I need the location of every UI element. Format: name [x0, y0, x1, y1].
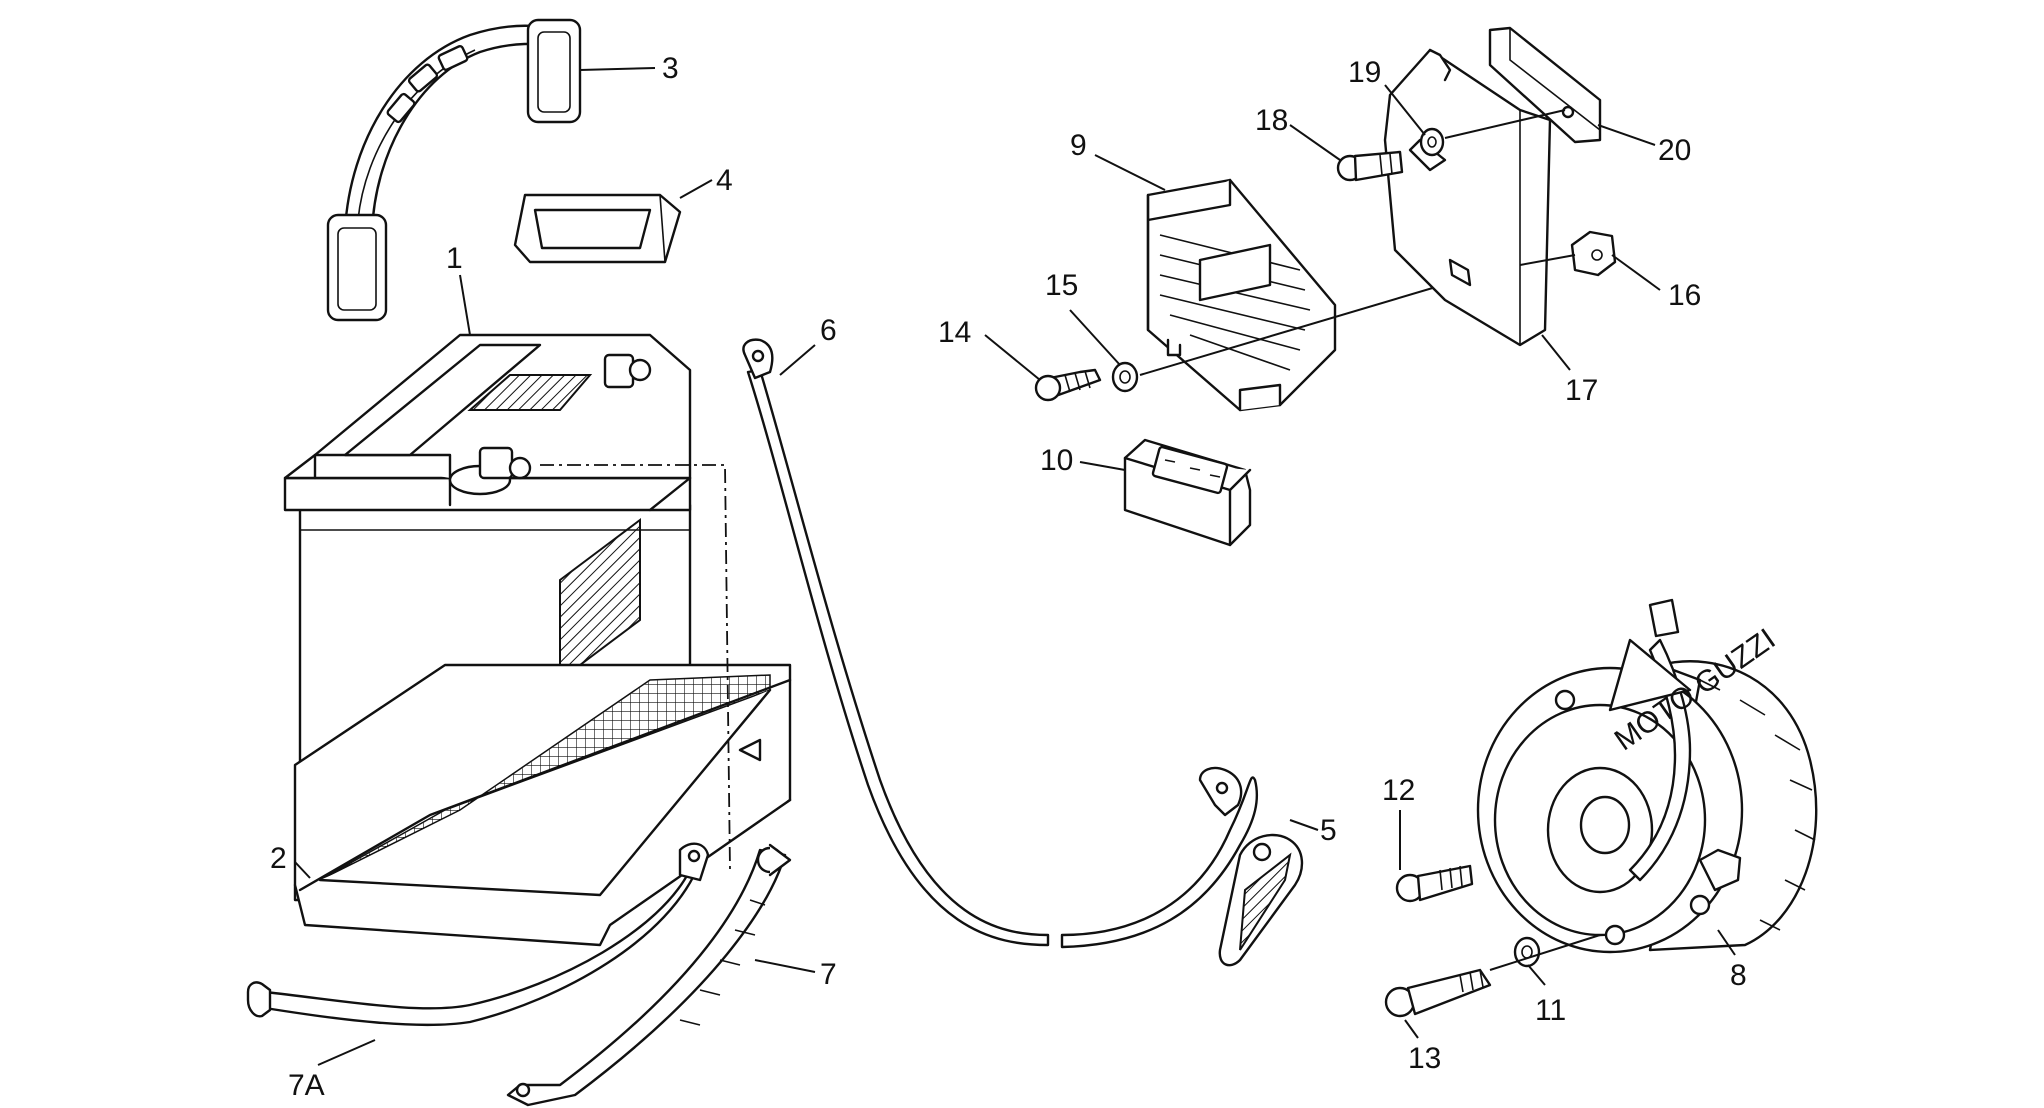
- callout-7: 7: [820, 958, 837, 991]
- terminal-clamp: [1218, 833, 1304, 967]
- callout-4: 4: [716, 164, 733, 197]
- callout-14: 14: [938, 316, 971, 349]
- callout-5: 5: [1320, 814, 1337, 847]
- ground-strap: [506, 843, 792, 1107]
- voltage-regulator: [1146, 178, 1337, 412]
- leader-lines: [294, 67, 1736, 1066]
- callout-6: 6: [820, 314, 837, 347]
- alternator: MOTO GUZZI: [1476, 598, 1818, 954]
- callout-19: 19: [1348, 56, 1381, 89]
- callout-18: 18: [1255, 104, 1288, 137]
- main-cable: [742, 338, 1259, 949]
- bolt-13: [1384, 968, 1492, 1018]
- callout-16: 16: [1668, 279, 1701, 312]
- callout-3: 3: [662, 52, 679, 85]
- callout-13: 13: [1408, 1042, 1441, 1075]
- callout-11: 11: [1535, 994, 1566, 1027]
- nut-16: [1570, 230, 1617, 277]
- callout-20: 20: [1658, 134, 1691, 167]
- wiring-path: [540, 464, 731, 871]
- callout-2: 2: [270, 842, 287, 875]
- terminal-cover: [513, 193, 682, 264]
- callout-9: 9: [1070, 129, 1087, 162]
- washer-15: [1111, 361, 1139, 393]
- washer-19: [1419, 127, 1445, 157]
- callout-12: 12: [1382, 774, 1415, 807]
- ground-cable: [246, 842, 710, 1027]
- bolt-12: [1395, 864, 1474, 903]
- alignment-line-nut: [1519, 254, 1576, 266]
- callout-10: 10: [1040, 444, 1073, 477]
- callout-labels: 1 2 3 4 5 6 7 7A 8 9 10 11 12 13 14 15 1…: [270, 52, 1747, 1102]
- callout-7a: 7A: [288, 1069, 325, 1102]
- washer-11: [1513, 936, 1541, 968]
- bolt-14: [1034, 368, 1102, 402]
- battery-strap: [326, 18, 582, 322]
- callout-17: 17: [1565, 374, 1598, 407]
- alignment-line-bottom: [1489, 934, 1601, 971]
- connector-block: [1123, 438, 1252, 547]
- battery-tray: [293, 663, 792, 947]
- alignment-line-upper: [1444, 109, 1566, 139]
- callout-8: 8: [1730, 959, 1747, 992]
- callout-1: 1: [446, 242, 463, 275]
- spacer-plate: [1488, 26, 1602, 144]
- callout-15: 15: [1045, 269, 1078, 302]
- bolt-18: [1336, 150, 1404, 182]
